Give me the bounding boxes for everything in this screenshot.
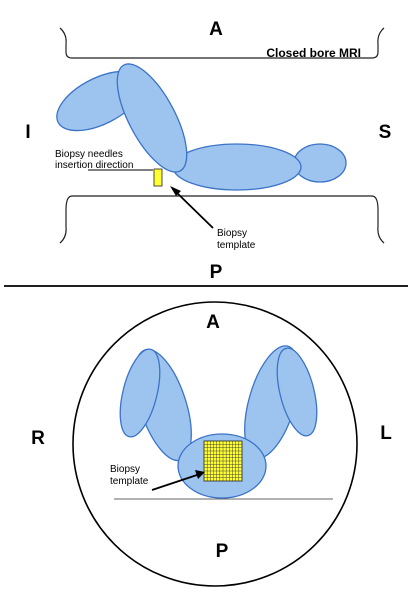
label-posterior-bottom: P xyxy=(216,541,229,562)
template-callout-arrow-bottom xyxy=(151,473,201,491)
bore-circle xyxy=(72,301,358,587)
label-left: L xyxy=(380,423,392,444)
patient-thigh xyxy=(116,63,188,173)
label-anterior-top: A xyxy=(209,19,223,40)
biopsy-template-grid xyxy=(203,440,243,482)
label-inferior: I xyxy=(25,122,30,143)
template-arrowhead-top xyxy=(170,186,181,196)
template-label-bottom-line2: template xyxy=(110,476,149,487)
needle-label-line1: Biopsy needles xyxy=(55,149,123,160)
label-anterior-bottom: A xyxy=(206,312,220,333)
needle-label-line2: insertion direction xyxy=(55,160,133,171)
bore-bottom-wall xyxy=(59,195,385,244)
template-label-bottom-line1: Biopsy xyxy=(110,464,140,475)
sagittal-view: A Closed bore MRI I S P Biopsy needles i… xyxy=(25,19,391,283)
left-lower-leg xyxy=(119,348,161,438)
label-posterior-top: P xyxy=(210,262,223,283)
label-superior: S xyxy=(379,122,392,143)
template-callout-arrow-top xyxy=(173,189,214,229)
label-right: R xyxy=(31,428,45,449)
axial-view: A R L P xyxy=(31,301,392,587)
patient-head xyxy=(293,143,347,183)
biopsy-template-sagittal xyxy=(153,168,163,187)
template-label-top-line1: Biopsy xyxy=(217,228,247,239)
scanner-label: Closed bore MRI xyxy=(266,46,361,60)
template-label-top-line2: template xyxy=(217,240,256,251)
patient-torso xyxy=(172,143,302,191)
template-arrowhead-bottom xyxy=(195,470,205,479)
bore-top-wall xyxy=(59,27,385,59)
right-lower-leg xyxy=(276,347,318,437)
